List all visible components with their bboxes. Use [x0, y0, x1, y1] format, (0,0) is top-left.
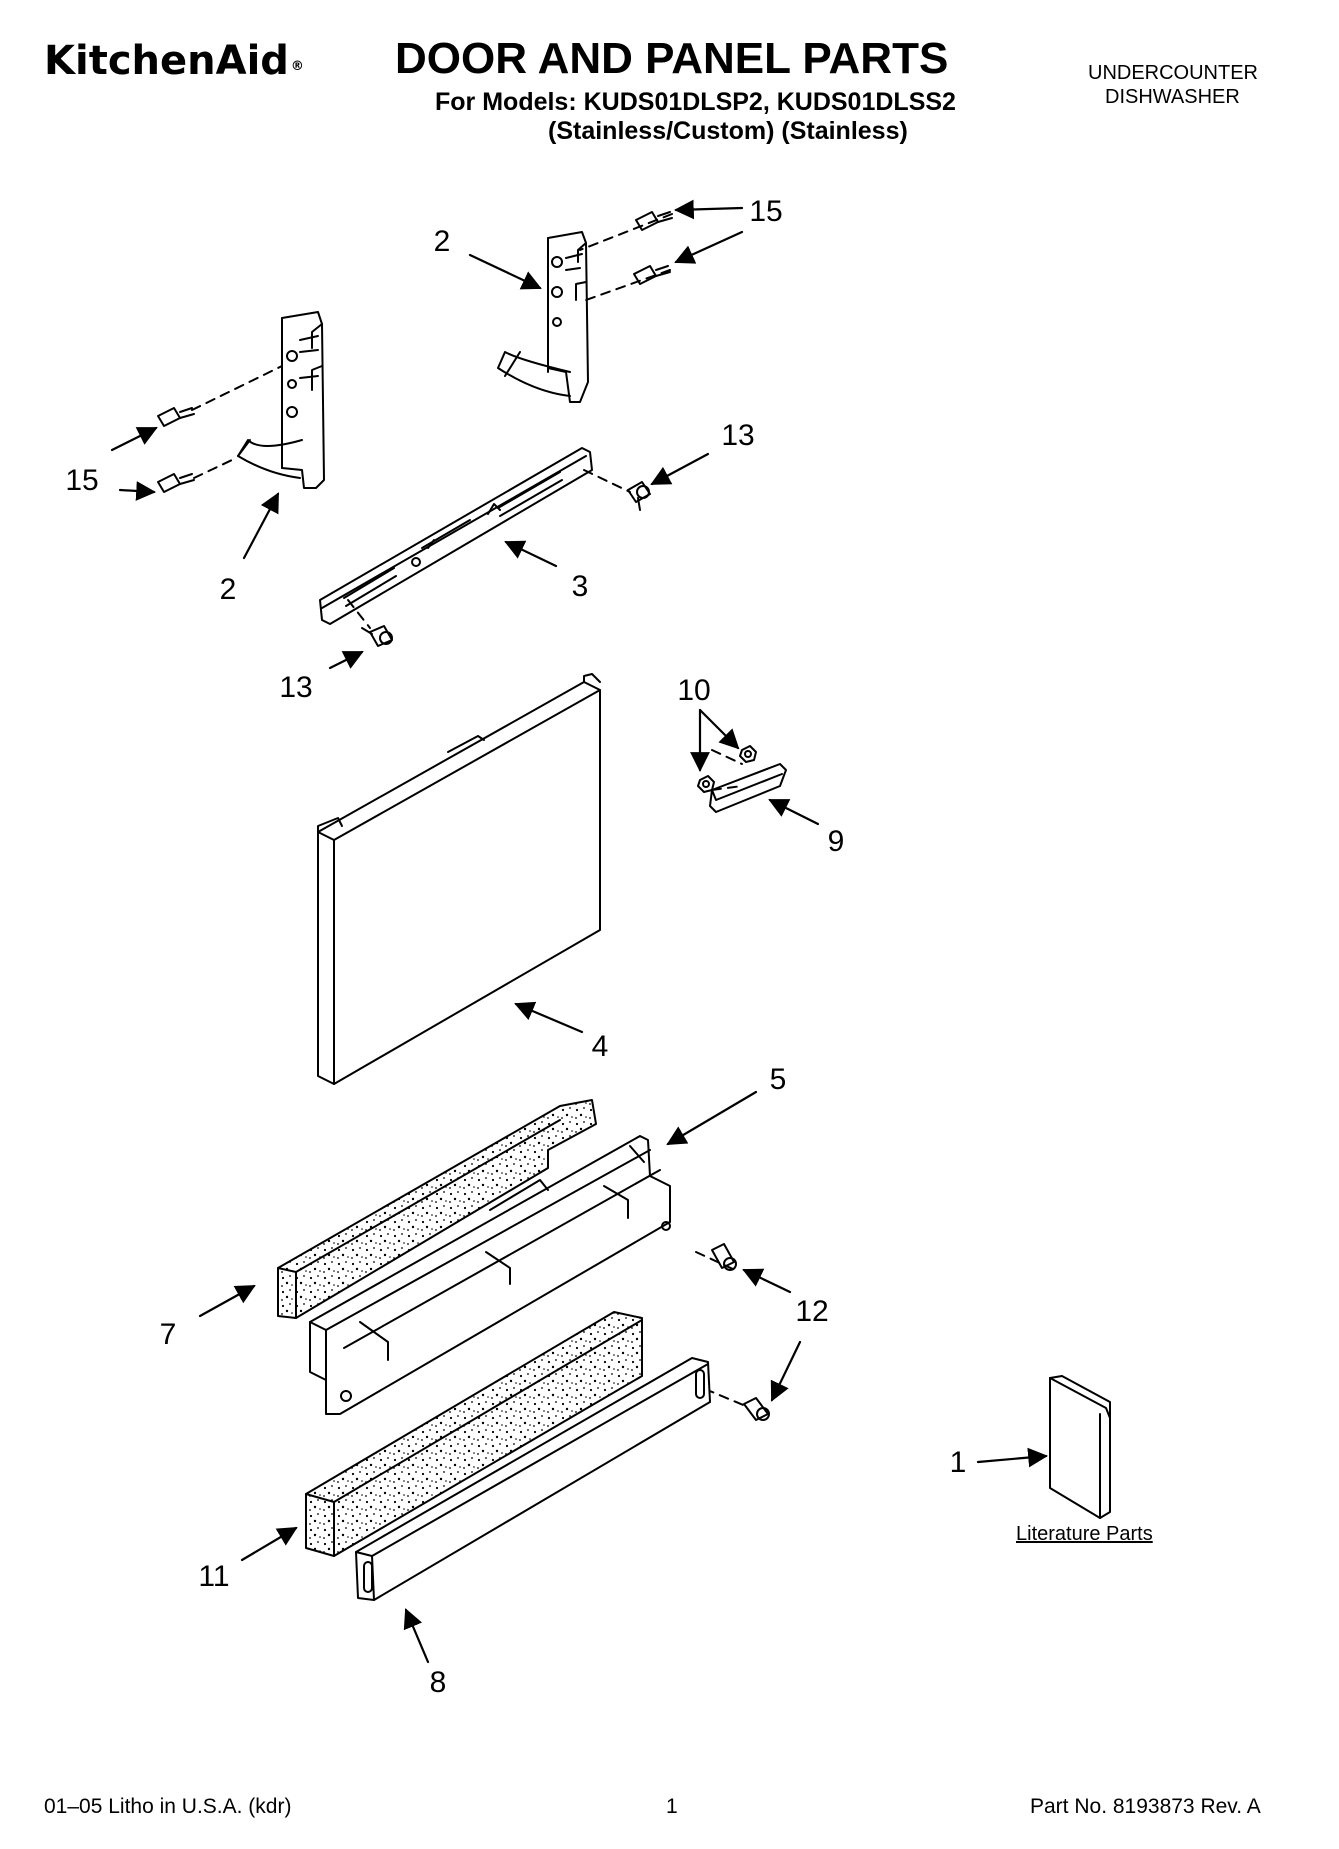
- callout-7: 7: [159, 1318, 177, 1351]
- toe-kick-plate: [355, 1357, 711, 1601]
- callout-8: 8: [429, 1666, 447, 1699]
- callout-2-top: 2: [433, 225, 451, 258]
- product-category-line2: DISHWASHER: [1105, 86, 1240, 108]
- callout-12: 12: [795, 1295, 829, 1328]
- callout-4: 4: [591, 1030, 609, 1063]
- hinge-bracket-left: [237, 311, 325, 489]
- callout-15-top: 15: [749, 195, 783, 228]
- callout-2-left: 2: [219, 573, 237, 606]
- callout-9: 9: [827, 825, 845, 858]
- handle-trim: [709, 763, 787, 813]
- footer-litho: 01–05 Litho in U.S.A. (kdr): [44, 1795, 292, 1818]
- product-category-line1: UNDERCOUNTER: [1088, 62, 1258, 84]
- callout-13-left: 13: [279, 671, 313, 704]
- footer-page-number: 1: [666, 1795, 678, 1818]
- toe-panel-bracket: [309, 1135, 671, 1415]
- lower-foam-insulation: [305, 1311, 643, 1557]
- callout-15-left: 15: [65, 464, 99, 497]
- fastener-guide-lines: [191, 213, 749, 1408]
- screw-15-left-b: [157, 473, 195, 493]
- upper-foam-insulation: [277, 1099, 597, 1319]
- callout-10: 10: [677, 674, 711, 707]
- callout-5: 5: [769, 1063, 787, 1096]
- literature-parts-label: Literature Parts: [1016, 1523, 1153, 1545]
- callout-11: 11: [198, 1560, 230, 1593]
- outer-door-panel: [317, 673, 601, 1085]
- screw-15-left-a: [157, 407, 195, 427]
- callout-3: 3: [571, 570, 589, 603]
- registered-mark: ®: [290, 59, 304, 74]
- brand-logo: KitchenAid®: [44, 38, 304, 84]
- callout-1: 1: [949, 1446, 967, 1479]
- literature-booklet: [1049, 1375, 1111, 1519]
- model-variants: (Stainless/Custom) (Stainless): [548, 117, 908, 145]
- page-title: DOOR AND PANEL PARTS: [395, 34, 949, 83]
- screw-13-right: [627, 481, 651, 511]
- screw-13-left: [361, 625, 393, 647]
- model-numbers: For Models: KUDS01DLSP2, KUDS01DLSS2: [435, 88, 956, 116]
- screw-12-lower: [743, 1397, 770, 1421]
- door-support-rail: [319, 447, 593, 625]
- footer-part-number: Part No. 8193873 Rev. A: [1030, 1795, 1261, 1818]
- screw-12-upper: [711, 1243, 737, 1271]
- hinge-bracket-upper-right: [497, 231, 589, 403]
- nut-10-upper: [739, 745, 757, 763]
- callout-13-right: 13: [721, 419, 755, 452]
- leader-arrows: [110, 199, 1048, 1664]
